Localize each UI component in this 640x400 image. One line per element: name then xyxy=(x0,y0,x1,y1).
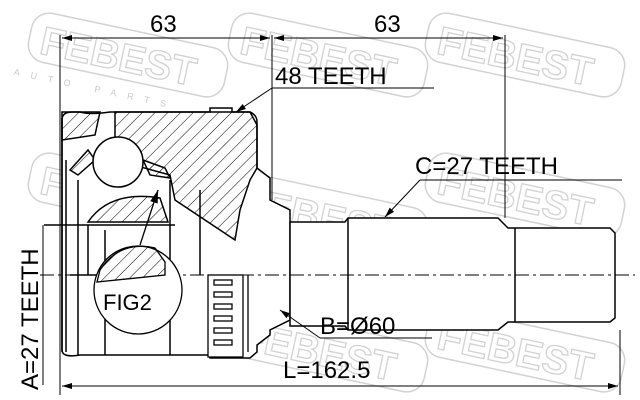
stub-shaft xyxy=(289,217,616,331)
svg-text:FEBEST: FEBEST xyxy=(434,19,597,95)
length-label: L=162.5 xyxy=(283,357,370,384)
fig2-detail: FIG2 xyxy=(93,189,183,335)
dimension-lines xyxy=(42,35,622,395)
fig2-label: FIG2 xyxy=(103,290,152,315)
watermark-logo: FEBEST AUTO PARTS xyxy=(13,12,229,111)
abs-ring xyxy=(207,274,249,358)
outer-teeth-label: 48 TEETH xyxy=(275,63,387,90)
inner-teeth-label: A=27 TEETH xyxy=(17,248,44,390)
dim-left-width: 63 xyxy=(150,11,177,38)
shaft-teeth-label: C=27 TEETH xyxy=(415,153,558,180)
watermark-logo: FEBEST xyxy=(424,12,626,98)
seal-diameter-label: B=Ø60 xyxy=(320,313,395,340)
dim-right-width: 63 xyxy=(374,11,401,38)
